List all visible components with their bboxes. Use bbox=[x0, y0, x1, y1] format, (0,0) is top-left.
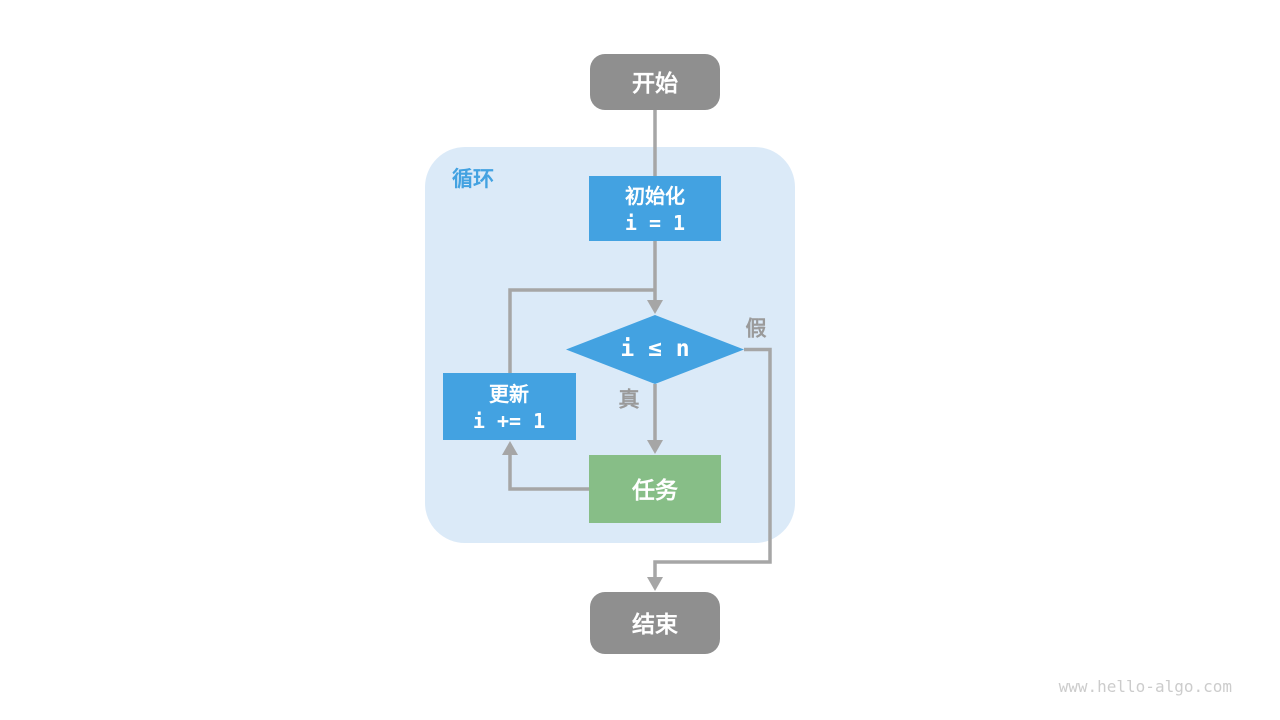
true-edge-label: 真 bbox=[619, 388, 640, 412]
init-node-shape bbox=[589, 176, 721, 241]
edge-task-to-update bbox=[508, 454, 589, 491]
connector-lines bbox=[508, 110, 772, 578]
task-node-shape bbox=[589, 455, 721, 523]
loop-container-label: 循环 bbox=[452, 167, 494, 191]
task-node-label: 任务 bbox=[631, 477, 679, 503]
watermark-text: www.hello-algo.com bbox=[1059, 677, 1232, 696]
arrowhead-into-condition bbox=[647, 300, 663, 314]
end-node-label: 结束 bbox=[632, 611, 679, 637]
update-node-label-line1: 更新 bbox=[489, 382, 529, 406]
start-node-shape bbox=[590, 54, 720, 110]
edge-condition-false-to-end bbox=[653, 347, 772, 578]
node-condition: i ≤ n bbox=[566, 315, 744, 384]
node-update: 更新 i += 1 bbox=[443, 373, 576, 440]
edge-update-return bbox=[508, 288, 655, 373]
condition-node-shape bbox=[566, 315, 744, 384]
start-node-label: 开始 bbox=[632, 70, 678, 96]
node-start: 开始 bbox=[590, 54, 720, 110]
update-node-shape bbox=[443, 373, 576, 440]
condition-node-label: i ≤ n bbox=[620, 336, 689, 362]
init-node-label-line2: i = 1 bbox=[625, 211, 685, 235]
node-task: 任务 bbox=[589, 455, 721, 523]
arrowhead-into-update bbox=[502, 441, 518, 455]
arrowhead-into-end bbox=[647, 577, 663, 591]
node-end: 结束 bbox=[590, 592, 720, 654]
update-node-label-line2: i += 1 bbox=[473, 409, 545, 433]
end-node-shape bbox=[590, 592, 720, 654]
node-init: 初始化 i = 1 bbox=[589, 176, 721, 241]
arrowhead-into-task bbox=[647, 440, 663, 454]
false-edge-label: 假 bbox=[746, 318, 767, 341]
init-node-label-line1: 初始化 bbox=[625, 184, 685, 208]
arrowheads bbox=[502, 300, 663, 591]
